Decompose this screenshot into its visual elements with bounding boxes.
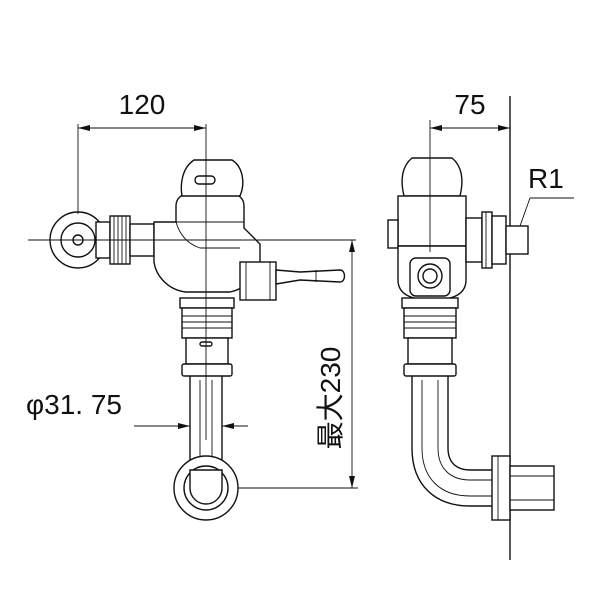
thread-label: R1 bbox=[528, 163, 564, 194]
pipe-diameter-label: φ31. 75 bbox=[26, 389, 122, 420]
dimension-pipe-diameter: φ31. 75 bbox=[26, 389, 248, 429]
max-height-label: 最大230 bbox=[315, 347, 346, 450]
outlet-nut bbox=[179, 297, 235, 377]
front-view: 120 最大230 φ31. 75 bbox=[26, 89, 358, 521]
dimension-width: 120 bbox=[77, 89, 207, 214]
flush-pipe bbox=[173, 376, 239, 521]
depth-label: 75 bbox=[454, 89, 485, 120]
side-outlet-nut bbox=[401, 297, 459, 377]
side-inlet bbox=[465, 211, 529, 269]
thread-callout: R1 bbox=[519, 163, 574, 227]
dimension-max-height: 最大230 bbox=[238, 240, 358, 489]
side-view: 75 R1 bbox=[387, 89, 574, 560]
inlet-fitting bbox=[49, 211, 155, 269]
flush-handle[interactable] bbox=[239, 261, 346, 301]
side-body bbox=[387, 120, 467, 301]
valve-body bbox=[153, 159, 261, 293]
side-flush-pipe bbox=[411, 376, 555, 521]
dimension-depth: 75 bbox=[430, 89, 510, 131]
width-label: 120 bbox=[119, 89, 166, 120]
side-cap bbox=[401, 157, 463, 197]
